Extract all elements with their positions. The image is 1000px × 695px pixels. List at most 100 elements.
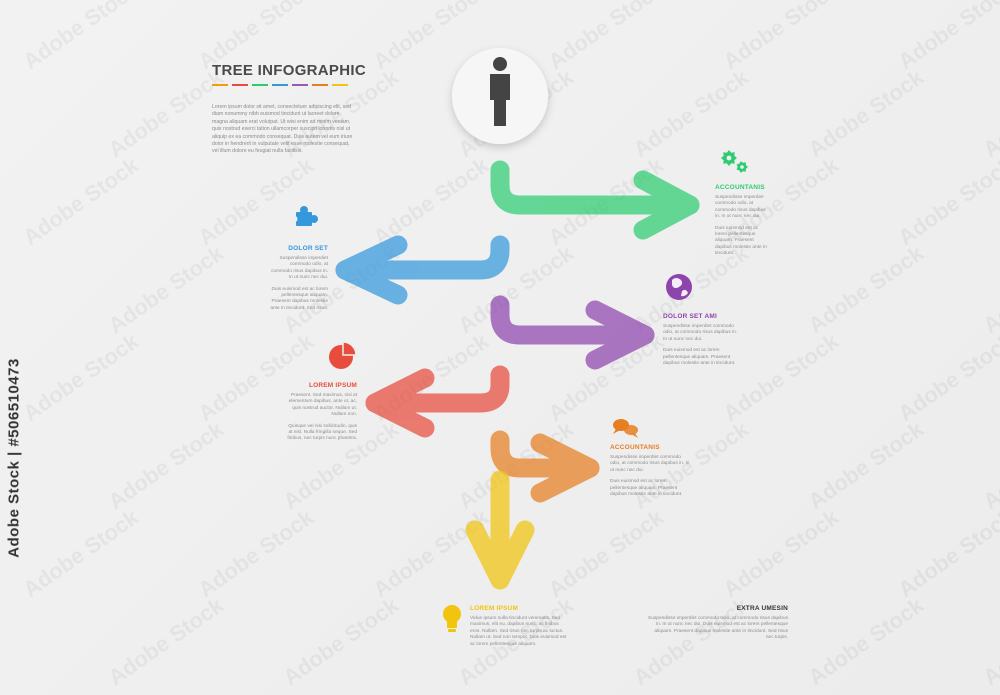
branch-heading: LOREM IPSUM [470, 605, 519, 612]
person-icon [490, 57, 510, 126]
branch-heading: DOLOR SET [288, 245, 328, 252]
branch-text: Duis euismod est ac lorem pellentesque a… [715, 225, 767, 257]
puzzle-knob [310, 215, 318, 223]
watermark-text: Adobe Stock [104, 240, 229, 338]
branch-block-accountans-orange: ACCOUNTANIS Suspendisse imperdiet commod… [610, 444, 690, 498]
branch-line [490, 160, 700, 215]
arrowhead [335, 235, 408, 305]
pie-chart-icon [329, 341, 357, 369]
watermark-text: Adobe Stock [719, 0, 844, 74]
branch-arrow-orange [490, 430, 600, 503]
watermark-text: Adobe Stock [369, 152, 494, 250]
watermark-text: Adobe Stock [804, 592, 929, 690]
branch-block-dolor-set-ami: DOLOR SET AMI Suspendisse imperdiet comm… [663, 313, 741, 367]
watermark-text: Adobe Stock [454, 240, 579, 338]
watermark-text: Adobe Stock [369, 504, 494, 602]
branch-heading: ACCOUNTANIS [715, 184, 765, 191]
puzzle-icon [290, 206, 318, 226]
puzzle-knob [300, 206, 308, 214]
watermark-text: Adobe Stock [719, 504, 844, 602]
branch-arrow-blue [335, 235, 510, 305]
watermark-text: Adobe Stock [804, 416, 929, 514]
lightbulb-icon [443, 605, 461, 632]
branch-block-accountans-green: ACCOUNTANIS Suspendisse imperdiet commod… [715, 184, 771, 258]
arrowhead [365, 368, 435, 438]
branch-heading: ACCOUNTANIS [610, 444, 660, 451]
branch-arrow-yellow [465, 470, 535, 590]
title-underline-segment [212, 84, 228, 86]
title-underline-segment [272, 84, 288, 86]
branch-arrow-purple [490, 295, 655, 370]
branch-line [490, 430, 600, 478]
person-head [493, 57, 507, 71]
arrowhead [465, 520, 535, 590]
chat-tail-2 [631, 433, 638, 438]
watermark-text: Adobe Stock [979, 592, 1000, 690]
branch-text: Duis euismod est ac lorem pellentesque a… [610, 479, 683, 498]
gear-hole [726, 155, 732, 161]
branch-text: Suspendisse imperdiet commodo odio, at c… [270, 256, 328, 281]
title-underline-segment [292, 84, 308, 86]
extra-text: Suspendisse imperdiet commodo odio, at c… [648, 616, 788, 641]
watermark-text: Adobe Stock [104, 416, 229, 514]
watermark-text: Adobe Stock [544, 0, 669, 74]
branch-text: Suspendisse imperdiet commodo odio, at c… [663, 324, 738, 342]
chat-bubble-2 [624, 425, 638, 435]
chat-bubbles-icon [613, 419, 638, 438]
branch-block-dolor-set: DOLOR SET Suspendisse imperdiet commodo … [270, 245, 328, 312]
person-body [490, 74, 510, 126]
watermark-text: Adobe Stock [894, 328, 1000, 426]
branch-text: Quisque vel nisi sollicitudin, quis at n… [287, 423, 357, 442]
watermark-text: Adobe Stock [629, 64, 754, 162]
branch-heading: LOREM IPSUM [308, 382, 357, 389]
watermark-text: Adobe Stock [104, 64, 229, 162]
branch-line [365, 365, 510, 413]
watermark-text: Adobe Stock [979, 416, 1000, 514]
watermark-text: Adobe Stock [19, 328, 144, 426]
watermark-text: Adobe Stock [104, 592, 229, 690]
watermark-text: Adobe Stock [19, 152, 144, 250]
branch-arrow-green [490, 160, 700, 240]
branch-text: Suspendisse imperdiet commodo odio, at c… [610, 455, 690, 473]
watermark-text: Adobe Stock [19, 504, 144, 602]
watermark-text: Adobe Stock [194, 504, 319, 602]
extra-block: EXTRA UMESIN Suspendisse imperdiet commo… [648, 605, 788, 642]
branch-text: Suspendisse imperdiet commodo odio, at c… [715, 195, 766, 220]
intro-text: Lorem ipsum dolor sit amet, consectetuer… [212, 104, 353, 155]
bulb-glass [443, 605, 461, 623]
watermark-text: Adobe Stock [894, 0, 1000, 74]
branch-text: Vidue ipsum nulla tincidunt venenatis. S… [470, 616, 567, 647]
branch-block-lorem-ipsum-yellow: LOREM IPSUM Vidue ipsum nulla tincidunt … [470, 605, 570, 648]
chat-tail-1 [613, 429, 620, 434]
title-underline-segment [232, 84, 248, 86]
puzzle-body [296, 212, 312, 226]
globe-land [672, 278, 688, 297]
watermark-text: Adobe Stock [544, 504, 669, 602]
arrowhead [633, 170, 700, 240]
watermark-text: Adobe Stock [894, 504, 1000, 602]
branch-arrow-red [365, 365, 510, 438]
watermark-text: Adobe Stock [894, 152, 1000, 250]
watermark-text: Adobe Stock [194, 152, 319, 250]
title-underline-segment [312, 84, 328, 86]
arrowhead [585, 300, 655, 370]
extra-heading: EXTRA UMESIN [736, 605, 788, 612]
stock-id-text: Adobe Stock | #506510473 [5, 358, 23, 558]
watermark-text: Adobe Stock [979, 240, 1000, 338]
title-underline-segment [252, 84, 268, 86]
bulb-base [448, 629, 456, 632]
watermark-text: Adobe Stock [279, 592, 404, 690]
arrowhead [530, 433, 600, 503]
branch-text: Duis euismod est ac lorem pellentesque a… [663, 348, 736, 367]
title-underline-segment [332, 84, 348, 86]
gear-hole [740, 165, 744, 169]
branch-block-lorem-ipsum-red: LOREM IPSUM Praesent. Sed maximus, nisi … [285, 382, 357, 443]
watermark-text: Adobe Stock [979, 64, 1000, 162]
branch-text: Praesent. Sed maximus, nisi at elementum… [288, 393, 357, 418]
branch-text: Duis euismod est ac lorem pellentesque a… [270, 286, 328, 311]
watermark-text: Adobe Stock [804, 240, 929, 338]
globe-icon [666, 274, 692, 300]
gears-icon [721, 150, 748, 173]
bulb-neck [447, 620, 457, 628]
